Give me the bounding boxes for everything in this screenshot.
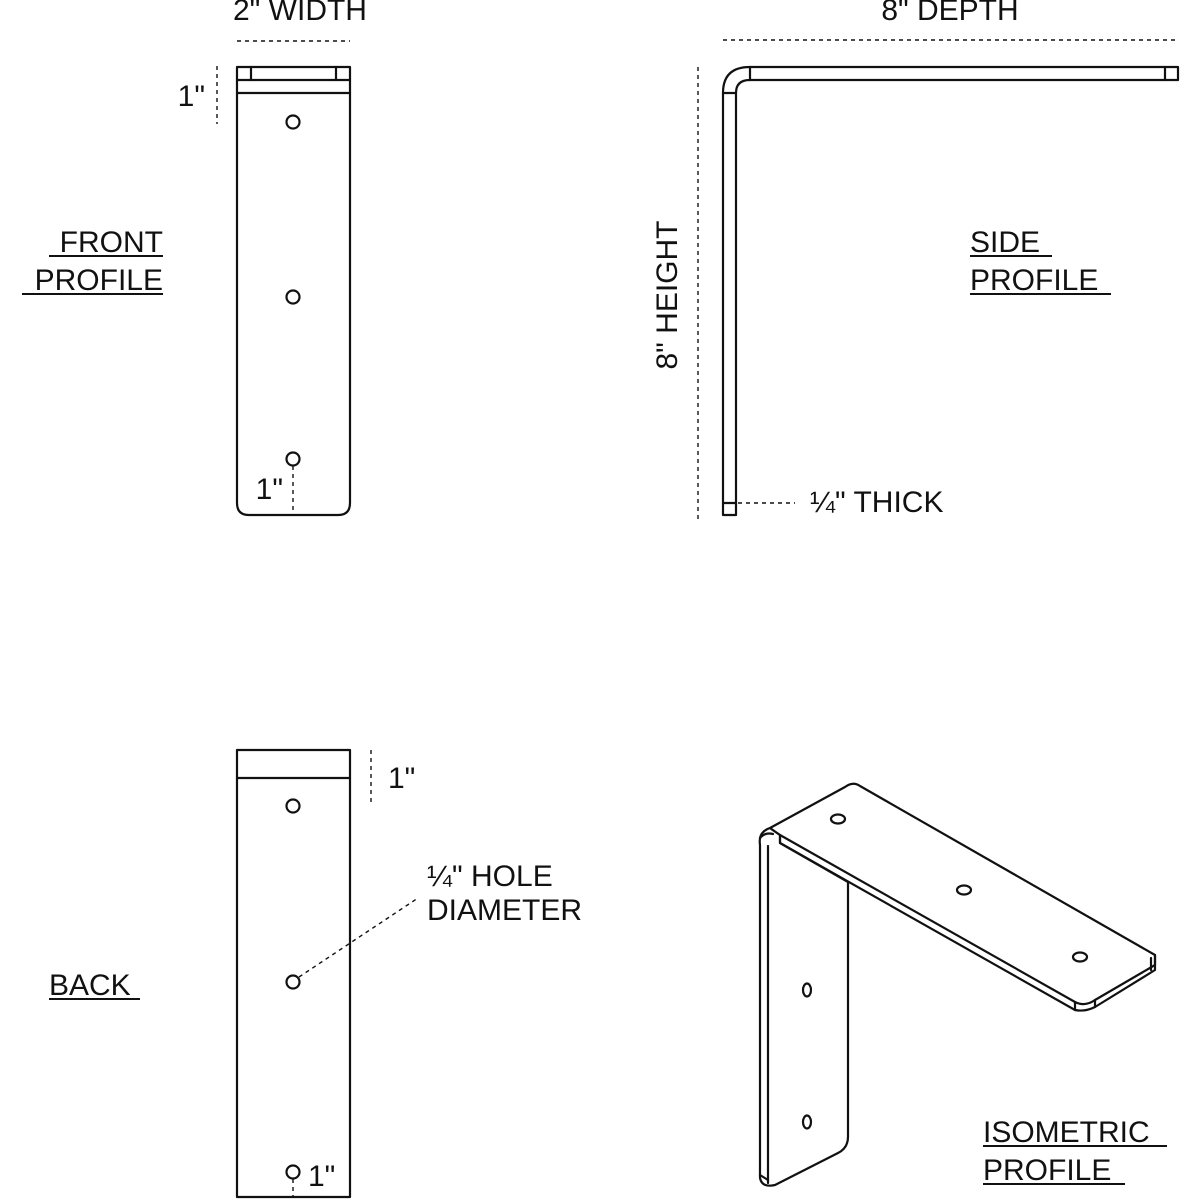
hole-icon bbox=[829, 813, 847, 825]
side-title-line1: SIDE bbox=[970, 226, 1040, 259]
hole-icon bbox=[285, 974, 301, 990]
hole-icon bbox=[285, 1164, 301, 1180]
hole-label-line2: DIAMETER bbox=[427, 894, 582, 927]
depth-dimension-label: 8" DEPTH bbox=[881, 0, 1018, 27]
hole-icon bbox=[285, 451, 301, 467]
thickness-label: ¼" THICK bbox=[810, 486, 943, 519]
iso-title-line1: ISOMETRIC bbox=[983, 1116, 1150, 1149]
front-title-line1: FRONT bbox=[60, 226, 163, 259]
width-dimension-label: 2" WIDTH bbox=[233, 0, 367, 27]
hole-icon bbox=[285, 289, 301, 305]
back-title: BACK bbox=[49, 969, 131, 1002]
hole-label-line1: ¼" HOLE bbox=[427, 860, 553, 893]
isometric-view: ISOMETRIC PROFILE bbox=[758, 782, 1167, 1187]
hole-icon bbox=[285, 114, 301, 130]
side-profile-view: 8" DEPTH 8" HEIGHT ¼" THICK SIDE PROFILE bbox=[651, 0, 1180, 522]
hole-icon bbox=[955, 884, 973, 896]
back-plate bbox=[235, 748, 352, 1199]
back-bottom-offset-label: 1" bbox=[308, 1160, 335, 1193]
iso-vertical-plate bbox=[758, 826, 850, 1187]
side-bracket-shape bbox=[721, 65, 1180, 517]
hole-icon bbox=[1071, 951, 1089, 963]
front-top-offset-label: 1" bbox=[178, 80, 205, 113]
front-title-line2: PROFILE bbox=[35, 264, 163, 297]
front-profile-view: 2" WIDTH 1" 1" FRONT PROFILE bbox=[22, 0, 367, 517]
back-top-offset-label: 1" bbox=[388, 762, 415, 795]
height-dimension-label: 8" HEIGHT bbox=[651, 220, 684, 369]
front-bottom-offset-label: 1" bbox=[256, 473, 283, 506]
side-title-line2: PROFILE bbox=[970, 264, 1098, 297]
hole-icon bbox=[801, 1114, 813, 1130]
iso-title-line2: PROFILE bbox=[983, 1154, 1111, 1187]
hole-icon bbox=[285, 798, 301, 814]
hole-icon bbox=[801, 982, 813, 998]
back-view: 1" ¼" HOLE DIAMETER 1" BACK bbox=[49, 748, 582, 1199]
